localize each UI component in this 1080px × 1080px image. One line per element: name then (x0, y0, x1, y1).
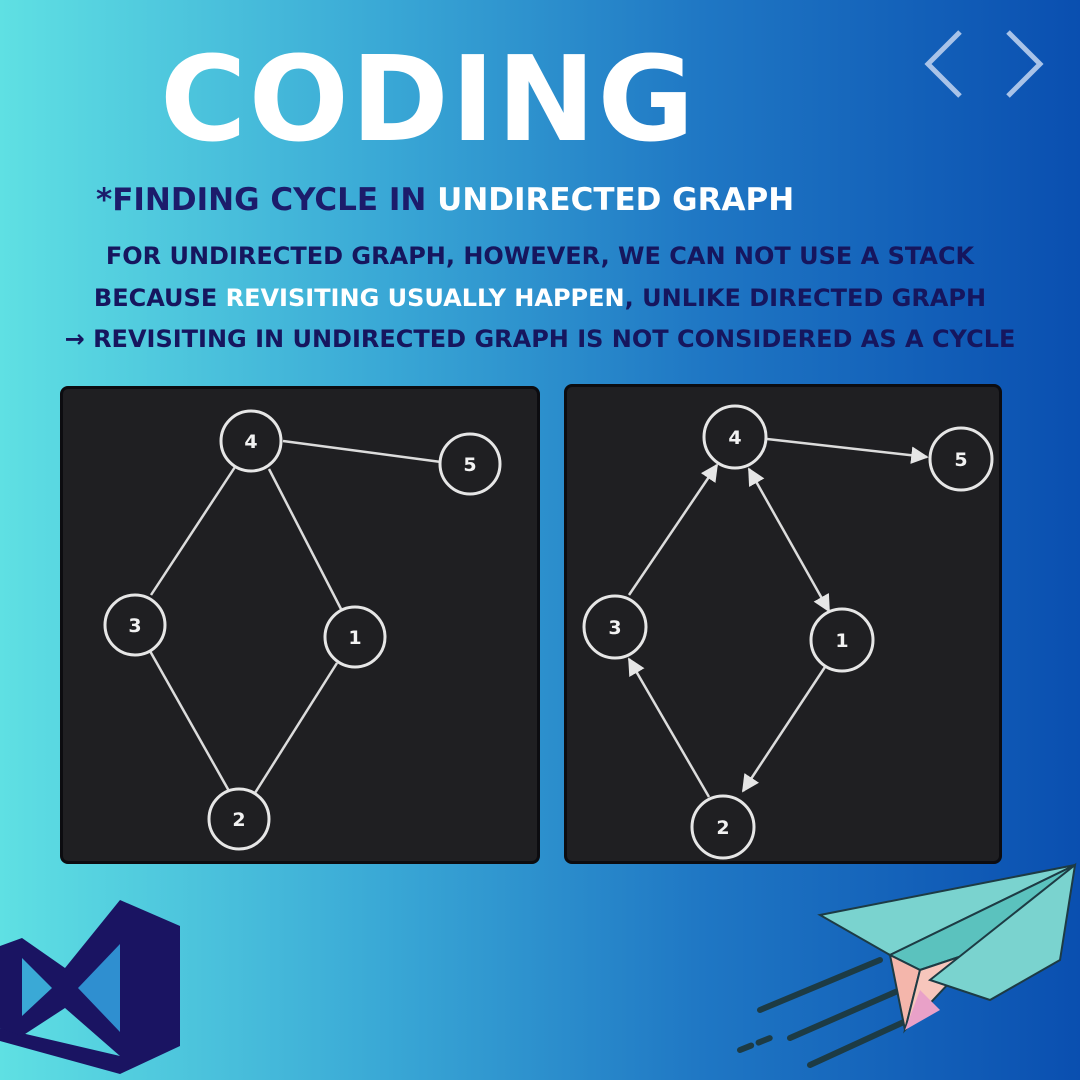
undirected-graph: 4 5 3 1 2 (103, 409, 502, 851)
node-label: 1 (348, 627, 361, 649)
edge-1-2 (741, 666, 827, 793)
node-label: 3 (128, 615, 141, 637)
edge-3-2 (148, 650, 231, 792)
edge-4-5 (766, 437, 929, 464)
node-1: 1 (323, 605, 387, 669)
edge-4-3 (149, 466, 237, 596)
body-line-3: → REVISITING IN UNDIRECTED GRAPH IS NOT … (64, 325, 1016, 353)
node-2: 2 (207, 787, 271, 851)
edge-4-5 (282, 439, 442, 464)
subtitle: *FINDING CYCLE IN UNDIRECTED GRAPH (96, 182, 794, 218)
body-line-2: BECAUSE REVISITING USUALLY HAPPEN, UNLIK… (0, 284, 1080, 312)
node-label: 3 (608, 617, 621, 639)
subtitle-prefix: *FINDING CYCLE IN (96, 182, 438, 218)
edge-4-1 (747, 467, 831, 613)
node-label: 5 (463, 454, 476, 476)
node-label: 4 (728, 427, 741, 449)
edge-3-4 (627, 463, 719, 596)
node-label: 4 (244, 431, 257, 453)
prev-button[interactable] (922, 28, 966, 104)
edge-4-1 (267, 468, 343, 610)
chevron-left-icon (924, 30, 962, 98)
node-1: 1 (809, 607, 875, 673)
edge-1-2 (253, 662, 339, 794)
node-label: 2 (232, 809, 245, 831)
page-title: CODING (160, 30, 697, 168)
node-5: 5 (928, 426, 994, 492)
visual-studio-logo-icon (0, 900, 180, 1074)
node-4: 4 (702, 404, 768, 470)
node-3: 3 (582, 594, 648, 660)
node-3: 3 (103, 593, 167, 657)
undirected-graph-panel: 4 5 3 1 2 (60, 386, 540, 864)
body-line-2-prefix: BECAUSE (93, 284, 226, 312)
body-line-2-highlight: REVISITING USUALLY HAPPEN (225, 284, 625, 312)
node-label: 2 (716, 817, 729, 839)
node-label: 1 (835, 630, 848, 652)
directed-graph-panel: 4 5 3 1 2 (564, 384, 1002, 864)
paper-plane-icon (737, 862, 1077, 1068)
next-button[interactable] (1002, 28, 1046, 104)
node-label: 5 (954, 449, 967, 471)
chevron-right-icon (1006, 30, 1044, 98)
edge-2-3 (627, 657, 711, 798)
node-5: 5 (438, 432, 502, 496)
directed-graph: 4 5 3 1 2 (582, 404, 994, 860)
subtitle-highlight: UNDIRECTED GRAPH (437, 182, 795, 218)
body-line-2-suffix: , UNLIKE DIRECTED GRAPH (624, 284, 987, 312)
node-4: 4 (219, 409, 283, 473)
node-2: 2 (690, 794, 756, 860)
body-line-1: FOR UNDIRECTED GRAPH, HOWEVER, WE CAN NO… (105, 242, 975, 270)
